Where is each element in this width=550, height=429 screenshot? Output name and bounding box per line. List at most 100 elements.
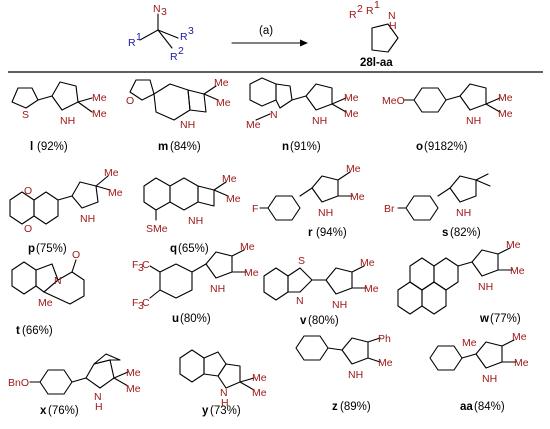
reactant-azide: N 3 R 1 R 3 R 2 [128, 3, 194, 63]
svg-text:Me: Me [514, 357, 529, 369]
r2-label: R [170, 51, 178, 63]
compound-l: S Me Me NH l (92%) [11, 81, 107, 153]
svg-text:Me: Me [240, 241, 255, 253]
svg-text:u: u [172, 313, 179, 325]
svg-text:Me: Me [364, 283, 379, 295]
svg-text:MeO: MeO [382, 95, 405, 107]
svg-text:NH: NH [80, 213, 95, 225]
svg-text:NH: NH [332, 299, 347, 311]
svg-text:N: N [220, 387, 228, 399]
svg-text:Me: Me [222, 173, 237, 185]
svg-text:t: t [16, 325, 20, 337]
compound-n: N Me Me Me NH n (91%) [246, 77, 359, 153]
svg-text:(80%): (80%) [180, 313, 211, 325]
svg-text:Br: Br [384, 203, 395, 215]
svg-text:(94%): (94%) [316, 227, 347, 239]
svg-text:Me: Me [252, 387, 267, 399]
svg-text:Me: Me [126, 383, 141, 395]
svg-text:Me: Me [510, 265, 525, 277]
svg-text:3: 3 [138, 262, 144, 274]
svg-text:O: O [24, 223, 32, 235]
svg-text:NH: NH [188, 215, 203, 227]
svg-text:(73%): (73%) [210, 405, 241, 417]
svg-text:Me: Me [226, 193, 241, 205]
svg-text:(66%): (66%) [22, 325, 53, 337]
svg-text:Me: Me [350, 191, 365, 203]
compound-aa: Me Me Me NH aa (84%) [429, 331, 529, 413]
svg-text:n: n [282, 141, 289, 153]
svg-text:Me: Me [126, 367, 141, 379]
compound-y: Me Me N H y (73%) [179, 349, 267, 417]
n3-label: N [153, 3, 161, 15]
svg-text:(77%): (77%) [490, 313, 521, 325]
svg-text:3: 3 [138, 300, 144, 312]
svg-text:Me: Me [512, 331, 527, 343]
svg-text:C: C [142, 259, 150, 271]
svg-text:F: F [132, 259, 138, 271]
compound-o: MeO Me Me NH o (9182%) [382, 83, 513, 153]
svg-text:H: H [95, 401, 103, 413]
svg-text:(84%): (84%) [170, 141, 201, 153]
svg-text:(89%): (89%) [340, 401, 371, 413]
compound-t: N O Me t (66%) [11, 249, 85, 337]
svg-text:N: N [270, 109, 278, 121]
svg-text:z: z [332, 401, 338, 413]
product-pyrrolidine: N H R 2 R 1 28l-aa [349, 0, 399, 69]
svg-text:v: v [300, 315, 307, 327]
svg-text:N: N [54, 275, 62, 287]
compound-u: F 3 C F 3 C Me Me NH u (80%) [132, 241, 259, 325]
svg-text:Me: Me [214, 77, 229, 89]
svg-text:Me: Me [216, 97, 231, 109]
svg-text:Me: Me [344, 108, 359, 120]
svg-text:(84%): (84%) [474, 401, 505, 413]
compound-q: Me Me NH SMe q (65%) [143, 173, 241, 255]
svg-text:NH: NH [312, 115, 327, 127]
r2-superscript: 2 [178, 45, 184, 57]
svg-text:S: S [22, 109, 29, 121]
product-r1-sup: 1 [374, 0, 380, 11]
svg-text:NH: NH [466, 115, 481, 127]
svg-text:NH: NH [318, 207, 333, 219]
svg-text:(75%): (75%) [36, 243, 67, 255]
compound-x: BnO Me Me N H x (76%) [8, 353, 141, 417]
svg-text:Me: Me [506, 239, 521, 251]
svg-text:Me: Me [244, 267, 259, 279]
r3-superscript: 3 [188, 25, 194, 37]
compound-w: Me Me NH w (77%) [397, 239, 525, 325]
svg-text:Me: Me [344, 92, 359, 104]
svg-text:Ph: Ph [378, 333, 391, 345]
svg-text:Me: Me [38, 297, 53, 309]
svg-text:C: C [142, 297, 150, 309]
svg-text:Me: Me [104, 167, 119, 179]
compound-s: Br NH s (82%) [384, 173, 491, 239]
svg-text:Me: Me [108, 187, 123, 199]
svg-text:BnO: BnO [8, 377, 29, 389]
n3-subscript: 3 [161, 6, 167, 18]
svg-text:N: N [296, 295, 304, 307]
svg-text:S: S [298, 255, 305, 267]
svg-text:F: F [132, 297, 138, 309]
svg-text:(65%): (65%) [178, 243, 209, 255]
svg-text:O: O [126, 95, 134, 107]
svg-text:x: x [40, 405, 47, 417]
compound-z: Ph Me NH z (89%) [295, 333, 393, 413]
svg-text:Me: Me [378, 357, 393, 369]
svg-text:NH: NH [210, 283, 225, 295]
svg-text:(76%): (76%) [48, 405, 79, 417]
svg-text:Me: Me [346, 163, 361, 175]
svg-text:O: O [72, 249, 80, 261]
reaction-arrow: (a) [231, 25, 308, 47]
svg-text:(80%): (80%) [308, 315, 339, 327]
svg-text:aa: aa [460, 401, 473, 413]
compound-id: l [30, 141, 33, 153]
compound-r: F Me Me NH r (94%) [252, 163, 365, 239]
svg-text:Me: Me [252, 372, 267, 384]
product-label: 28l-aa [360, 57, 393, 69]
svg-text:NH: NH [60, 115, 75, 127]
product-r2-sup: 2 [357, 3, 363, 15]
svg-text:F: F [252, 203, 258, 215]
svg-text:y: y [202, 405, 209, 417]
r1-label: R [128, 37, 136, 49]
svg-text:(9182%): (9182%) [424, 141, 468, 153]
